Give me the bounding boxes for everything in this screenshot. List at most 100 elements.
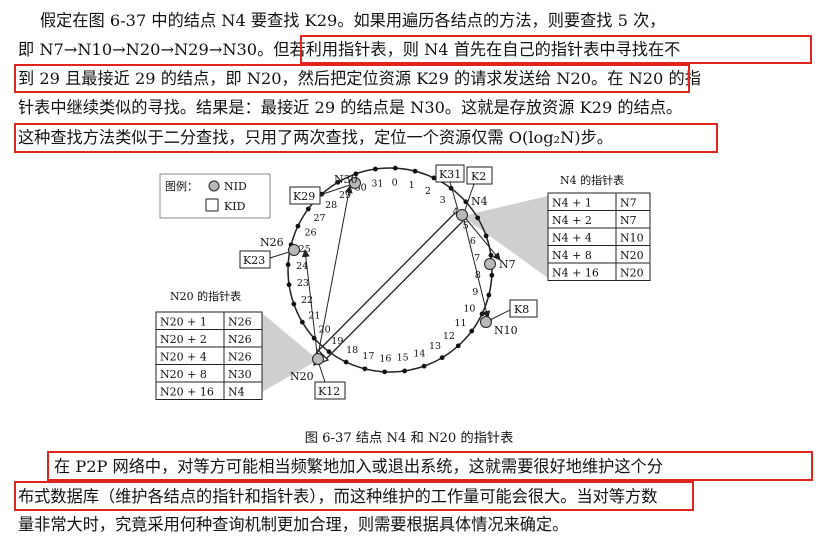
ring-id-label: 16 bbox=[379, 353, 391, 364]
ring-id-label: 27 bbox=[313, 213, 325, 224]
svg-text:K29: K29 bbox=[293, 190, 315, 203]
ring-id-label: 24 bbox=[296, 261, 308, 272]
ring-id-label: 7 bbox=[474, 253, 480, 264]
table-successor-cell: N26 bbox=[228, 316, 252, 329]
double-arrow-n4-n20 bbox=[315, 212, 464, 362]
ring-dot bbox=[286, 282, 292, 288]
ring-id-label: 4 bbox=[452, 207, 458, 218]
table-offset-cell: N20 + 2 bbox=[160, 333, 207, 346]
key-k12: K12 bbox=[314, 363, 346, 400]
ring-dot bbox=[439, 355, 445, 361]
n4-table-title: N4 的指针表 bbox=[560, 173, 624, 187]
ring-id-label: 18 bbox=[346, 345, 358, 356]
ring-dot bbox=[469, 328, 475, 334]
ring-id-label: 14 bbox=[413, 348, 425, 359]
key-k23: K23 bbox=[239, 250, 290, 269]
text-line-6: 在 P2P 网络中，对等方可能相当频繁地加入或退出系统，这就需要很好地维护这个分 bbox=[54, 457, 663, 476]
table-offset-cell: N4 + 2 bbox=[552, 214, 592, 227]
ring-circle bbox=[287, 167, 493, 373]
table-successor-cell: N20 bbox=[620, 267, 644, 280]
ring-dot bbox=[489, 272, 495, 278]
text-line-8: 量非常大时，究竟采用何种查询机制更加合理，则需要根据具体情况来确定。 bbox=[18, 515, 569, 534]
ring-id-label: 26 bbox=[305, 228, 317, 239]
node-n4 bbox=[456, 209, 468, 221]
ring-dot bbox=[455, 343, 461, 349]
ring-dot bbox=[291, 301, 297, 307]
ring-id-label: 1 bbox=[409, 180, 415, 191]
ring-id-label: 0 bbox=[392, 178, 398, 189]
ring-dot bbox=[335, 179, 341, 185]
highlight-box bbox=[300, 35, 812, 64]
ring-dot bbox=[285, 262, 291, 268]
ring-dot bbox=[326, 349, 332, 355]
table-offset-cell: N20 + 4 bbox=[160, 351, 207, 364]
key-k29: K29 bbox=[289, 184, 351, 205]
ring-dot bbox=[353, 171, 359, 177]
node-n26 bbox=[288, 244, 300, 256]
label-n30: N30 bbox=[334, 173, 358, 186]
ring-id-label: 9 bbox=[472, 287, 478, 298]
svg-text:K31: K31 bbox=[439, 168, 461, 181]
label-n10: N10 bbox=[494, 324, 518, 337]
ring-dot bbox=[382, 369, 388, 375]
ring-dot bbox=[421, 363, 427, 369]
legend-nid: NID bbox=[224, 180, 247, 193]
table-offset-cell: N4 + 8 bbox=[552, 249, 592, 262]
table-successor-cell: N4 bbox=[228, 386, 245, 399]
ring-id-label: 22 bbox=[301, 295, 313, 306]
legend-kid: KID bbox=[224, 200, 246, 213]
n20-table-shade bbox=[262, 313, 318, 392]
table-offset-cell: N4 + 16 bbox=[552, 267, 599, 280]
ring-id-label: 25 bbox=[299, 244, 311, 255]
ring-id-label: 23 bbox=[297, 278, 309, 289]
ring-dot bbox=[486, 292, 492, 298]
pointer-arrow-n4-n10 bbox=[462, 215, 491, 319]
ring-id-label: 13 bbox=[429, 341, 441, 352]
table-cell bbox=[615, 262, 651, 281]
ring-id-label: 6 bbox=[470, 236, 476, 247]
table-offset-cell: N20 + 1 bbox=[160, 316, 207, 329]
ring-id-label: 11 bbox=[454, 318, 466, 329]
highlight-box bbox=[14, 123, 718, 153]
table-successor-cell: N7 bbox=[620, 214, 637, 227]
legend: 图例： NID KID bbox=[159, 173, 271, 219]
node-n7 bbox=[484, 258, 496, 270]
ring-dot bbox=[479, 311, 485, 317]
n20-table-title: N20 的指针表 bbox=[170, 289, 241, 303]
text-line-7: 布式数据库（维护各结点的指针和指针表），而这种维护的工作量可能会很大。当对等方数 bbox=[18, 487, 658, 506]
table-offset-cell: N20 + 8 bbox=[160, 368, 207, 381]
node-n30 bbox=[349, 177, 361, 189]
legend-node-icon bbox=[208, 180, 220, 192]
pointer-arrow-n20-n26 bbox=[301, 249, 318, 354]
figure-caption: 图 6-37 结点 N4 和 N20 的指针表 bbox=[304, 431, 514, 446]
ring-dot bbox=[305, 206, 311, 212]
ring-id-label: 2 bbox=[425, 186, 431, 197]
ring-id-label: 12 bbox=[443, 331, 455, 342]
ring-dot bbox=[431, 175, 437, 181]
ring-id-label: 10 bbox=[463, 303, 475, 314]
label-n7: N7 bbox=[499, 258, 516, 271]
ring-dot bbox=[362, 366, 368, 372]
highlight-box bbox=[14, 64, 690, 93]
table-offset-cell: N4 + 4 bbox=[552, 232, 592, 245]
text-line-1: 假定在图 6-37 中的结点 N4 要查找 K29。如果用遍历各结点的方法，则要… bbox=[40, 11, 666, 30]
pointer-arrow-n4-n7 bbox=[461, 213, 501, 261]
key-k2: K2 bbox=[464, 166, 493, 211]
legend-key-icon bbox=[205, 198, 219, 212]
n4-table-shade bbox=[462, 196, 548, 278]
ring-dot bbox=[412, 168, 418, 174]
legend-title: 图例： bbox=[165, 179, 198, 193]
ring-id-label: 15 bbox=[397, 353, 409, 364]
ring-id-label: 3 bbox=[440, 195, 446, 206]
svg-text:K8: K8 bbox=[514, 303, 529, 316]
ring-id-label: 21 bbox=[308, 310, 320, 321]
table-cell bbox=[223, 381, 263, 400]
table-successor-cell: N26 bbox=[228, 333, 252, 346]
ring-id-label: 30 bbox=[355, 183, 367, 194]
svg-text:K12: K12 bbox=[318, 385, 340, 398]
text-line-3: 到 29 且最接近 29 的结点，即 N20，然后把定位资源 K29 的请求发送… bbox=[18, 69, 701, 88]
ring-dot bbox=[483, 233, 489, 239]
text-line-5: 这种查找方法类似于二分查找，只用了两次查找，定位一个资源仅需 O(log₂N)步… bbox=[18, 128, 613, 147]
